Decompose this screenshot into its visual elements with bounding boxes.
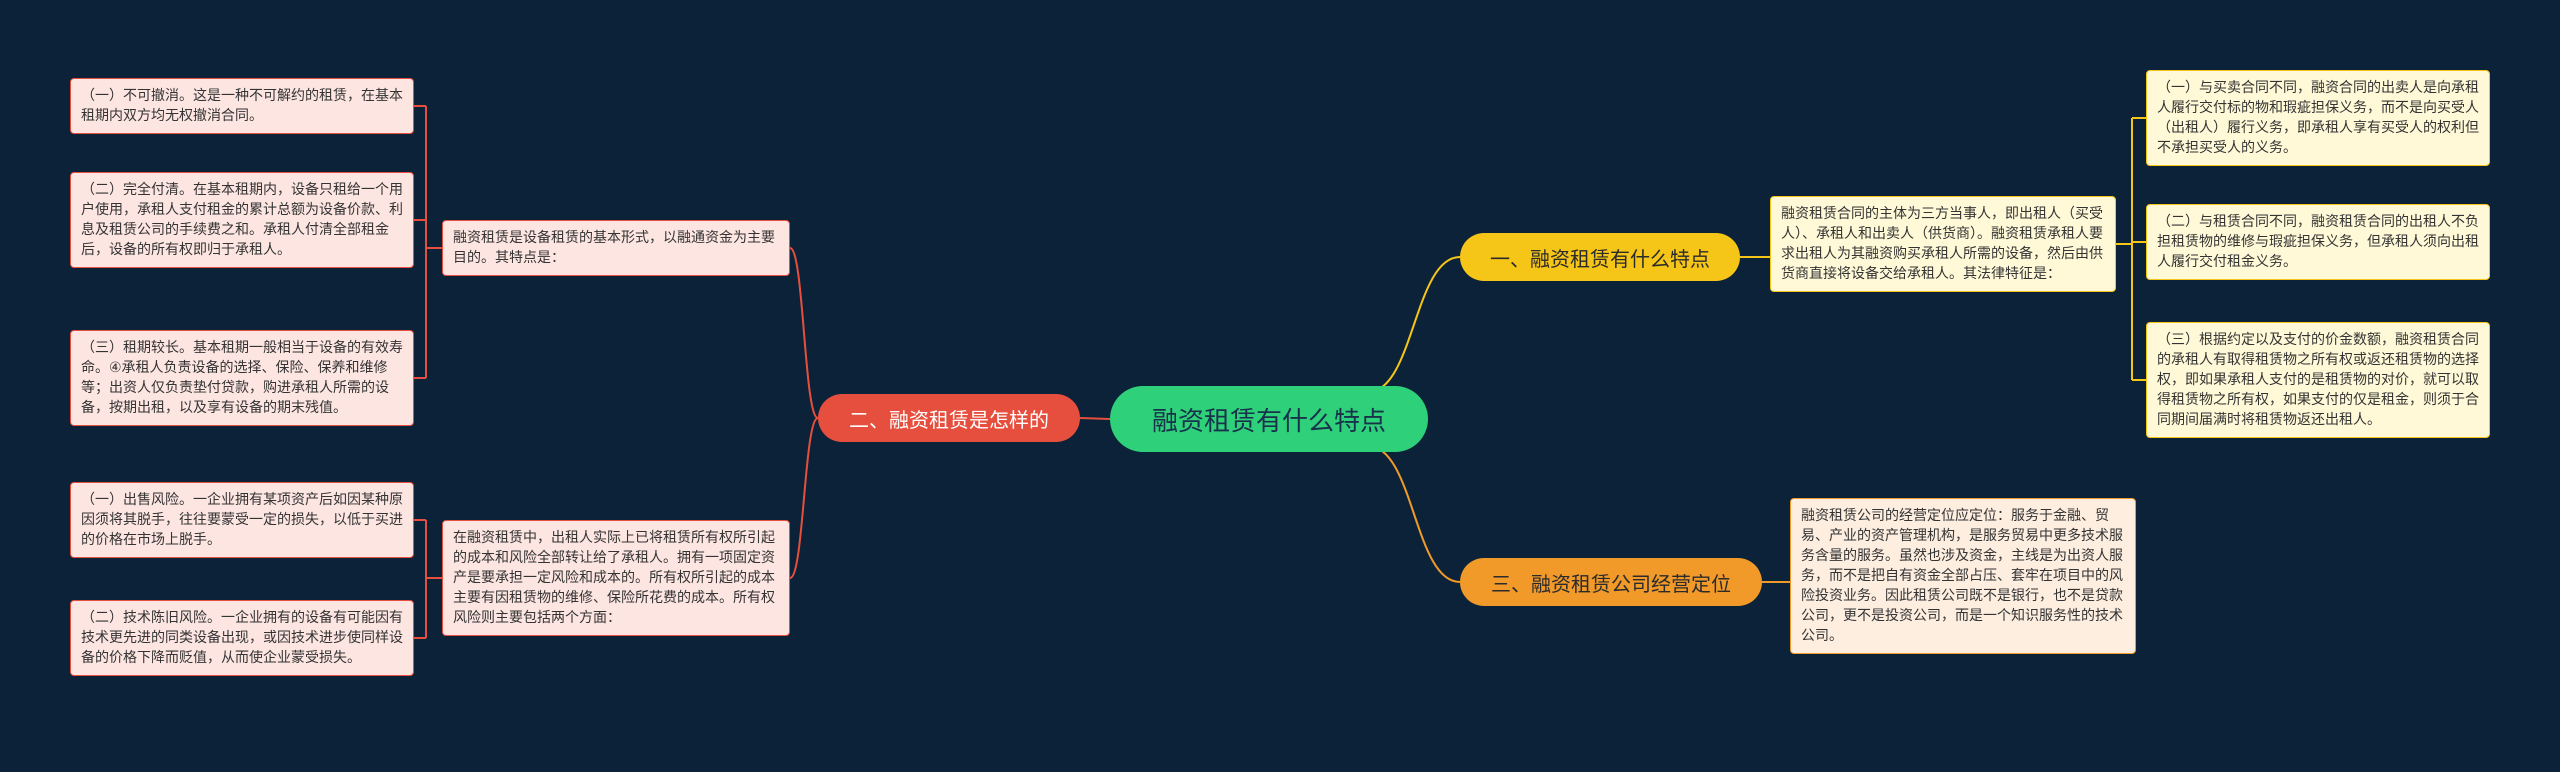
central-topic[interactable]: 融资租赁有什么特点: [1110, 386, 1428, 452]
leasing-risk-summary[interactable]: 在融资租赁中，出租人实际上已将租赁所有权所引起的成本和风险全部转让给了承租人。拥…: [442, 520, 790, 636]
connector-branch2-summary2: [789, 417, 819, 579]
connector-center-branch3: [1367, 445, 1461, 583]
characteristics-point-2[interactable]: （二）与租赁合同不同，融资租赁合同的出租人不负担租赁物的维修与瑕疵担保义务，但承…: [2146, 204, 2490, 280]
positioning-summary[interactable]: 融资租赁公司的经营定位应定位：服务于金融、贸易、产业的资产管理机构，是服务贸易中…: [1790, 498, 2136, 654]
branch-what-is-leasing[interactable]: 二、融资租赁是怎样的: [818, 394, 1080, 442]
characteristics-summary[interactable]: 融资租赁合同的主体为三方当事人，即出租人（买受人）、承租人和出卖人（供货商）。融…: [1770, 196, 2116, 292]
characteristics-point-3[interactable]: （三）根据约定以及支付的价金数额，融资租赁合同的承租人有取得租赁物之所有权或返还…: [2146, 322, 2490, 438]
connector-summary1-details: [414, 105, 442, 379]
connector-summary2-details: [414, 519, 442, 639]
leasing-feature-3[interactable]: （三）租期较长。基本租期一般相当于设备的有效寿命。④承租人负责设备的选择、保险、…: [70, 330, 414, 426]
connector-center-branch1: [1367, 256, 1461, 393]
connector-branch2-summary1: [789, 247, 819, 419]
branch-company-positioning[interactable]: 三、融资租赁公司经营定位: [1460, 558, 1762, 606]
leasing-features-summary[interactable]: 融资租赁是设备租赁的基本形式，以融通资金为主要目的。其特点是：: [442, 220, 790, 276]
branch-characteristics[interactable]: 一、融资租赁有什么特点: [1460, 233, 1740, 281]
leasing-feature-1[interactable]: （一）不可撤消。这是一种不可解约的租赁，在基本租期内双方均无权撤消合同。: [70, 78, 414, 134]
leasing-feature-2[interactable]: （二）完全付清。在基本租期内，设备只租给一个用户使用，承租人支付租金的累计总额为…: [70, 172, 414, 268]
characteristics-point-1[interactable]: （一）与买卖合同不同，融资合同的出卖人是向承租人履行交付标的物和瑕疵担保义务，而…: [2146, 70, 2490, 166]
leasing-risk-1[interactable]: （一）出售风险。一企业拥有某项资产后如因某种原因须将其脱手，往往要蒙受一定的损失…: [70, 482, 414, 558]
leasing-risk-2[interactable]: （二）技术陈旧风险。一企业拥有的设备有可能因有技术更先进的同类设备出现，或因技术…: [70, 600, 414, 676]
connector-branch1-details: [2116, 117, 2146, 381]
connector-center-branch2: [1079, 417, 1111, 420]
